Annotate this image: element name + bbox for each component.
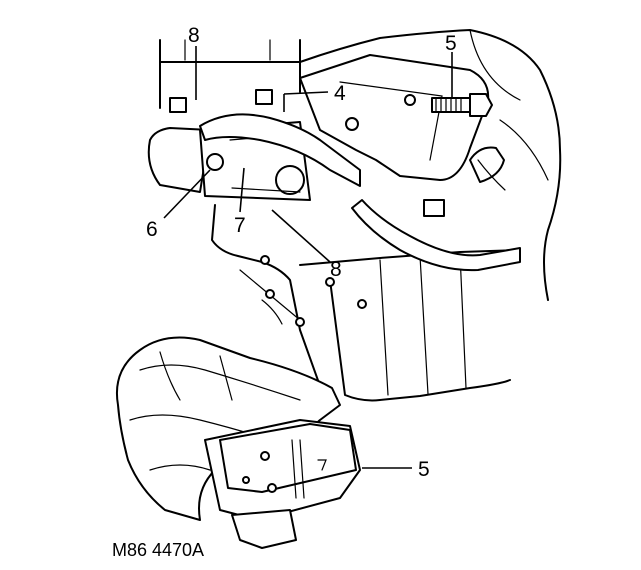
bracket-nuts bbox=[169, 89, 445, 217]
figure-reference: M86 4470A bbox=[112, 540, 204, 560]
callout-8-bottom: 8 bbox=[330, 258, 342, 281]
engine-mounting-bracket bbox=[299, 54, 490, 181]
engine-block bbox=[159, 29, 562, 402]
engine-mounting-plate bbox=[204, 419, 361, 549]
mounting-bolt-top bbox=[431, 93, 493, 117]
callouts: 8 5 4 6 7 8 5 bbox=[146, 24, 457, 481]
callout-8-top: 8 bbox=[188, 24, 200, 47]
callout-5-top: 5 bbox=[445, 32, 457, 55]
callout-4: 4 bbox=[334, 82, 346, 105]
hoses bbox=[199, 113, 521, 272]
callout-6: 6 bbox=[146, 218, 158, 241]
callout-7: 7 bbox=[234, 214, 246, 237]
leader-lines bbox=[163, 46, 453, 469]
callout-5-bottom: 5 bbox=[418, 458, 430, 481]
